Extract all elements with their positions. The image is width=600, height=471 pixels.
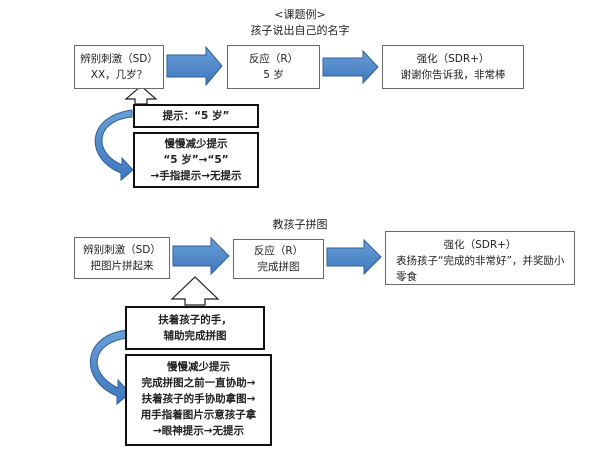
diagram2-title: 教孩子拼图 (272, 218, 328, 231)
fade-line-1-1: 慢慢减少提示 (164, 138, 228, 150)
sr-box-1: 强化（SDR+） 谢谢你告诉我，非常棒 (382, 45, 524, 89)
diagram1-header: <课题例> (274, 8, 326, 21)
prompt-box-2: 扶着孩子的手， 辅助完成拼图 (125, 306, 265, 350)
fade-box-2: 慢慢减少提示 完成拼图之前一直协助→ 扶着孩子的手协助拿图→ 用手指着图片示意孩… (125, 354, 272, 446)
sd-box-1: 辨别刺激（SD） XX，几岁？ (74, 45, 164, 89)
sd-label-1: 辨别刺激（SD） (80, 53, 158, 65)
fade-line-2-5: →眼神提示→无提示 (152, 425, 245, 437)
sr-label-2: 强化（SDR+） (443, 239, 517, 251)
fade-line-2-1: 慢慢减少提示 (167, 361, 230, 373)
r-label-1: 反应（R） (248, 53, 299, 65)
curved-arrow-fade-2 (90, 329, 131, 406)
sr-label-1: 强化（SDR+） (416, 53, 490, 65)
diagram1-title: 孩子说出自己的名字 (250, 24, 350, 37)
sd-box-2: 辨别刺激（SD） 把图片拼起来 (74, 237, 170, 279)
r-box-1: 反应（R） 5 岁 (227, 45, 320, 89)
arrow-sd-to-r-2 (172, 236, 230, 276)
sd-content-1: XX，几岁？ (90, 69, 148, 81)
fade-line-2-2: 完成拼图之前一直协助→ (141, 377, 256, 389)
sr-box-2: 强化（SDR+） 表扬孩子“完成的非常好”，并奖励小 零食 (385, 231, 575, 285)
sr-content-2b: 零食 (396, 271, 417, 283)
fade-box-1: 慢慢减少提示 “5 岁”→“5” →手指提示→无提示 (133, 132, 259, 188)
fade-line-2-4: 用手指着图片示意孩子拿 (140, 409, 257, 421)
sd-label-2: 辨别刺激（SD） (83, 244, 161, 256)
r-label-2: 反应（R） (253, 245, 304, 257)
r-box-2: 反应（R） 完成拼图 (233, 239, 324, 279)
arrow-r-to-sr-1 (322, 49, 379, 85)
sd-content-2: 把图片拼起来 (90, 260, 154, 272)
prompt-line-2-1: 扶着孩子的手， (158, 314, 232, 326)
fade-line-1-2: “5 岁”→“5” (163, 154, 229, 166)
sr-content-2a: 表扬孩子“完成的非常好”，并奖励小 (396, 255, 565, 267)
r-content-2: 完成拼图 (257, 261, 300, 273)
prompt-line-2-2: 辅助完成拼图 (163, 330, 227, 342)
fade-line-1-3: →手指提示→无提示 (150, 170, 242, 182)
r-content-1: 5 岁 (263, 69, 284, 81)
arrow-r-to-sr-2 (326, 238, 382, 276)
prompt-box-1: 提示：“5 岁” (133, 104, 259, 128)
arrow-prompt-up-2 (170, 276, 220, 306)
fade-line-2-3: 扶着孩子的手协助拿图→ (141, 393, 256, 405)
arrow-sd-to-r-1 (166, 45, 223, 87)
curved-arrow-fade-1 (94, 109, 134, 182)
sr-content-1: 谢谢你告诉我，非常棒 (400, 69, 506, 81)
